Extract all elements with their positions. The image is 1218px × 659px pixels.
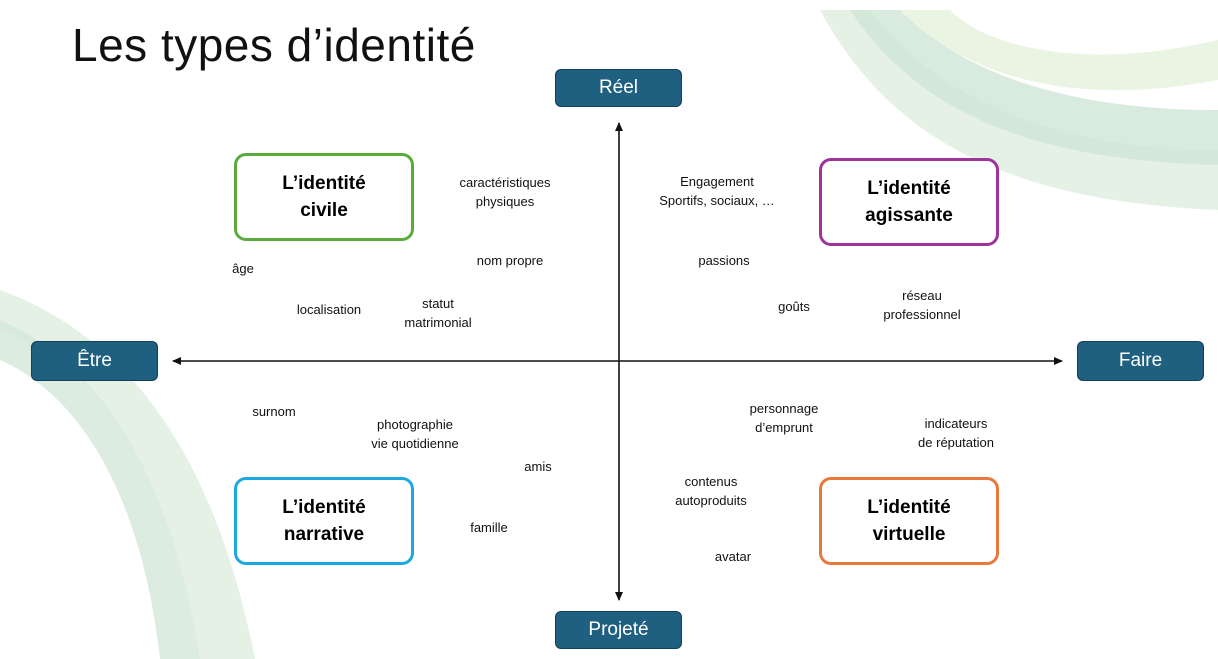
- identity-virtuelle-box: L’identité virtuelle: [819, 477, 999, 565]
- term-nom-propre: nom propre: [476, 253, 544, 268]
- term-engagement: Engagement Sportifs, sociaux, …: [659, 174, 775, 208]
- term-amis: amis: [524, 459, 552, 474]
- term-gouts: goûts: [778, 299, 810, 314]
- pole-faire: Faire: [1077, 341, 1204, 381]
- term-personnage: personnage d’emprunt: [749, 401, 819, 435]
- term-avatar: avatar: [714, 549, 752, 564]
- identity-narrative-box: L’identité narrative: [234, 477, 414, 565]
- term-contenus: contenus autoproduits: [675, 474, 747, 508]
- term-photographie: photographie vie quotidienne: [371, 417, 459, 451]
- term-statut: statut matrimonial: [404, 296, 472, 330]
- pole-reel: Réel: [555, 69, 682, 107]
- term-passions: passions: [698, 253, 750, 268]
- term-reseau: réseau professionnel: [883, 288, 961, 322]
- term-indicateurs: indicateurs de réputation: [918, 416, 994, 450]
- identity-civile-box: L’identité civile: [234, 153, 414, 241]
- pole-etre: Être: [31, 341, 158, 381]
- term-age: âge: [232, 261, 254, 276]
- identity-agissante-box: L’identité agissante: [819, 158, 999, 246]
- term-caracteristiques: caractéristiques physiques: [459, 175, 551, 209]
- pole-projete: Projeté: [555, 611, 682, 649]
- page-title: Les types d’identité: [72, 19, 476, 71]
- term-localisation: localisation: [296, 302, 362, 317]
- term-famille: famille: [470, 520, 508, 535]
- term-surnom: surnom: [252, 404, 296, 419]
